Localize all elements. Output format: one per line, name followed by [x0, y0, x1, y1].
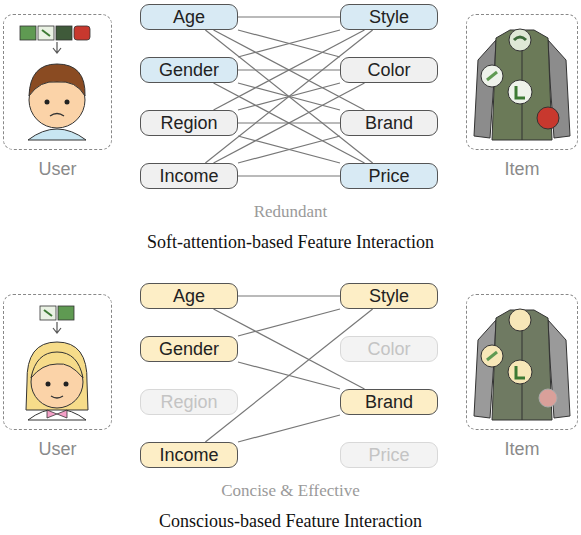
feature-box: Age: [140, 4, 238, 30]
feature-label: Style: [369, 7, 409, 28]
user-box: User: [3, 294, 112, 430]
feature-box: Color: [340, 336, 438, 362]
interaction-line: [238, 309, 340, 336]
interaction-line: [238, 17, 340, 18]
box-caption: Item: [457, 439, 581, 460]
feature-label: Age: [173, 7, 205, 28]
interaction-line: [238, 136, 340, 163]
box-caption: Item: [457, 159, 581, 180]
feature-box: Brand: [340, 110, 438, 136]
interaction-line: [238, 136, 340, 163]
interaction-line: [238, 30, 340, 57]
jacket-illustration: [474, 29, 570, 140]
annotation-text: Redundant: [0, 202, 581, 222]
feature-label: Age: [173, 286, 205, 307]
feature-box: Gender: [140, 57, 238, 83]
feature-box: Age: [140, 283, 238, 309]
feature-box: Color: [340, 57, 438, 83]
annotation-text: Concise & Effective: [0, 481, 581, 501]
feature-label: Color: [367, 339, 410, 360]
feature-label: Gender: [159, 60, 219, 81]
feature-box: Region: [140, 110, 238, 136]
feature-box: Style: [340, 4, 438, 30]
user-box: User: [3, 14, 112, 150]
feature-label: Gender: [159, 339, 219, 360]
feature-label: Brand: [365, 113, 413, 134]
feature-box: Price: [340, 442, 438, 468]
interaction-line: [238, 296, 340, 297]
feature-label: Color: [367, 60, 410, 81]
feature-label: Income: [159, 166, 218, 187]
feature-box: Gender: [140, 336, 238, 362]
feature-label: Region: [160, 113, 217, 134]
interaction-line: [205, 309, 372, 442]
feature-box: Income: [140, 163, 238, 189]
feature-box: Income: [140, 442, 238, 468]
boy-illustration: [20, 26, 90, 140]
feature-label: Brand: [365, 392, 413, 413]
feature-label: Style: [369, 286, 409, 307]
box-caption: User: [0, 159, 121, 180]
feature-label: Price: [368, 166, 409, 187]
feature-box: Style: [340, 283, 438, 309]
feature-box: Brand: [340, 389, 438, 415]
box-caption: User: [0, 439, 121, 460]
panel-caption: Conscious-based Feature Interaction: [0, 511, 581, 532]
feature-label: Price: [368, 445, 409, 466]
item-box: Item: [466, 294, 578, 430]
interaction-line: [238, 415, 340, 442]
jacket-illustration: [474, 309, 570, 420]
interaction-line: [205, 30, 372, 163]
interaction-line: [238, 30, 340, 57]
girl-illustration: [26, 306, 88, 420]
feature-box: Price: [340, 163, 438, 189]
feature-box: Region: [140, 389, 238, 415]
feature-label: Income: [159, 445, 218, 466]
item-box: Item: [466, 14, 578, 150]
panel-caption: Soft-attention-based Feature Interaction: [0, 232, 581, 253]
interaction-line: [238, 176, 340, 177]
feature-label: Region: [160, 392, 217, 413]
interaction-line: [205, 30, 372, 163]
